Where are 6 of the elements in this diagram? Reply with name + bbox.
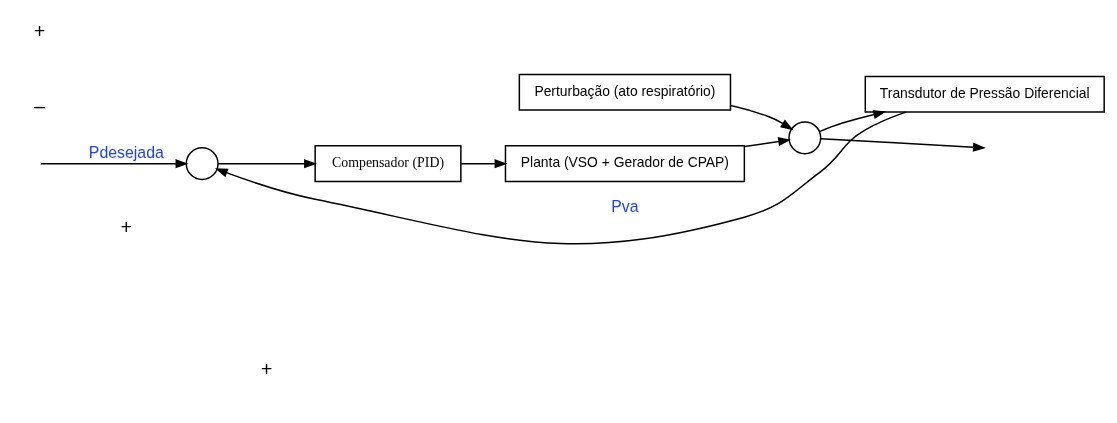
label: + <box>120 216 133 239</box>
label: + <box>260 357 273 380</box>
label: + <box>33 19 46 42</box>
edge-label: Pdesejada <box>88 144 164 162</box>
edge-label: Pva <box>611 198 639 216</box>
label: – <box>34 95 46 118</box>
